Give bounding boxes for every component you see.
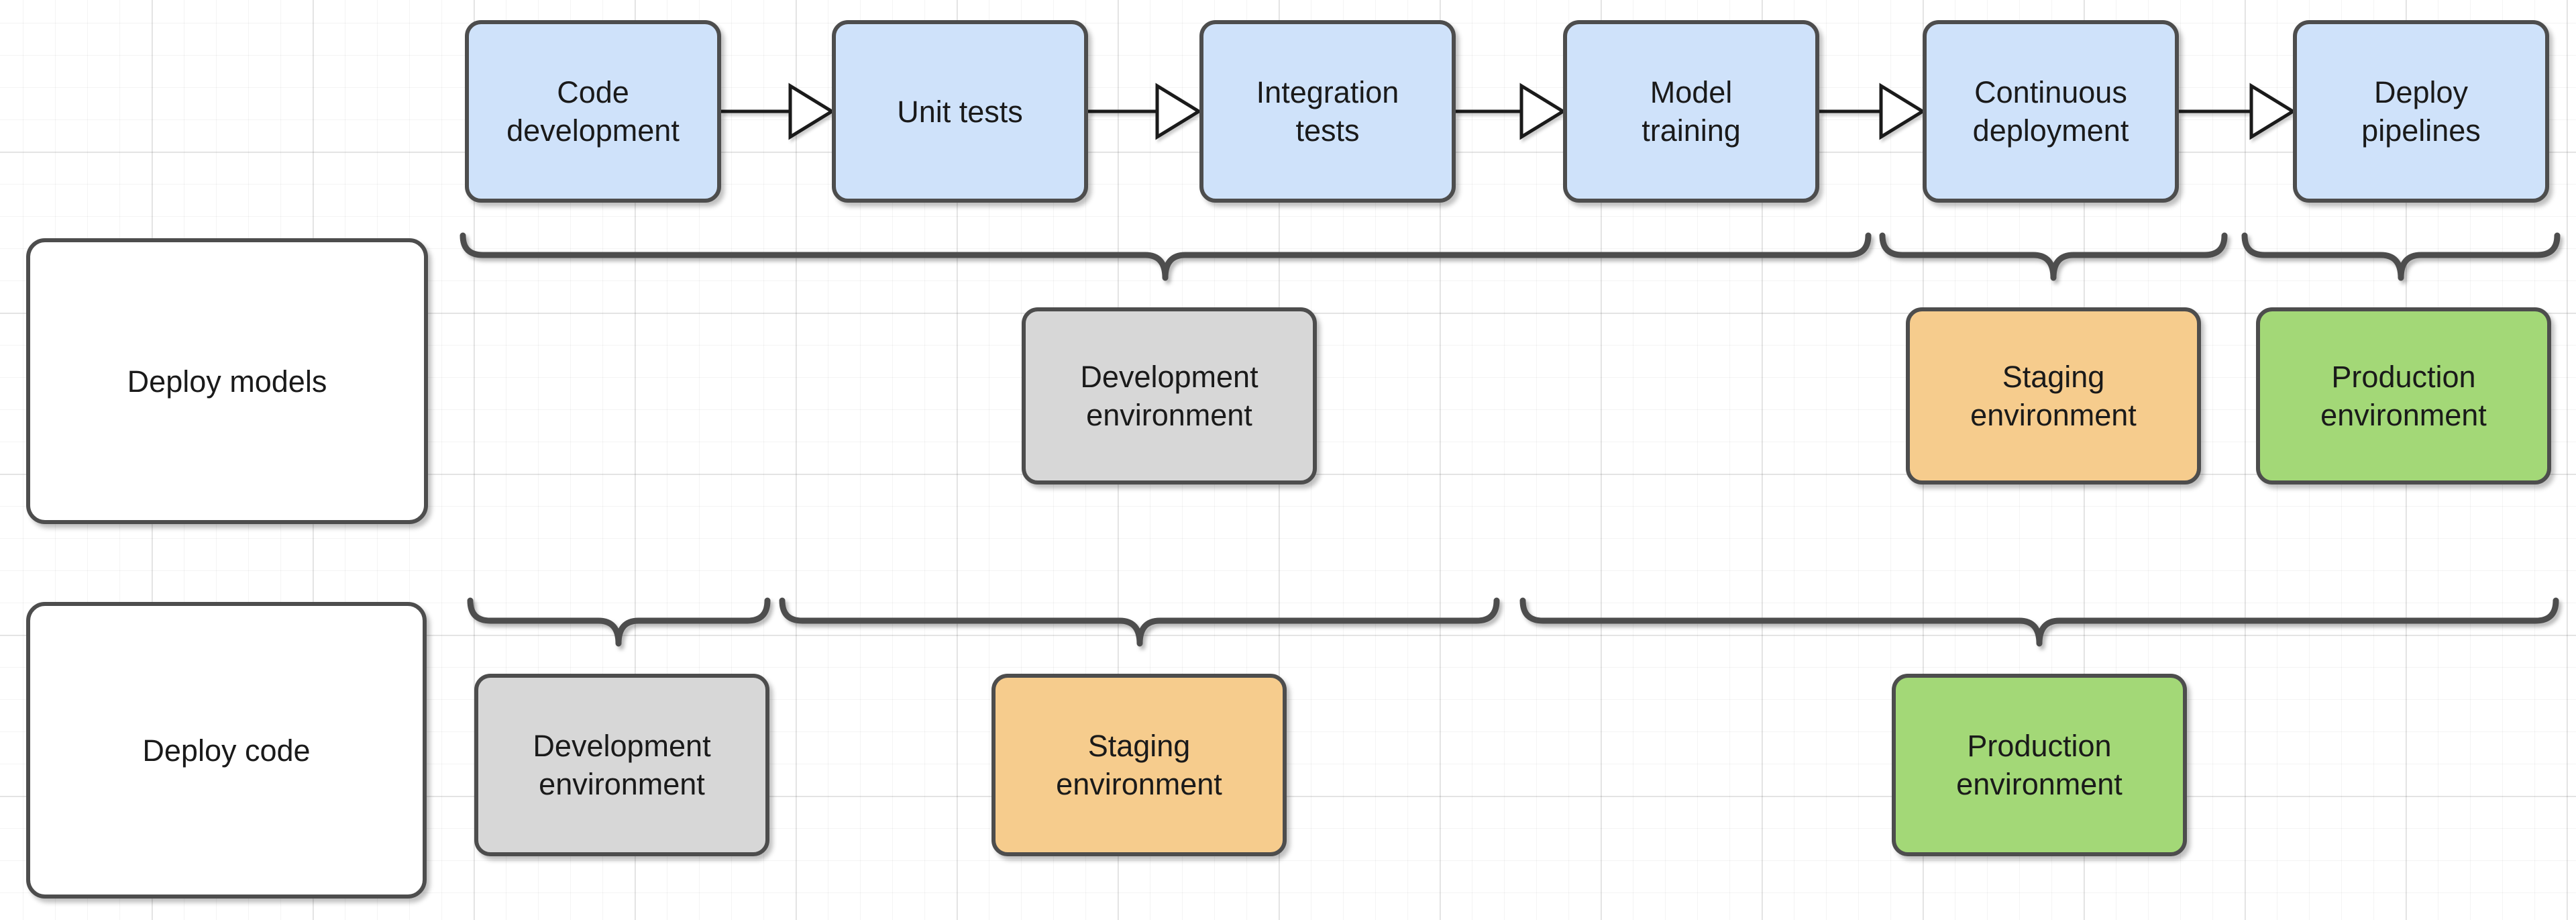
stage-deploy-pipelines: Deploy pipelines — [2293, 20, 2549, 203]
curly-brace-models-staging — [1879, 232, 2228, 281]
stage-continuous-deployment: Continuous deployment — [1923, 20, 2179, 203]
stage-label: Integration tests — [1256, 75, 1399, 148]
environment-label: Production environment — [2320, 360, 2487, 432]
stage-label: Code development — [506, 75, 680, 148]
env-models-production: Production environment — [2256, 307, 2551, 484]
stage-model-training: Model training — [1563, 20, 1819, 203]
curly-brace-models-development — [460, 232, 1872, 281]
flow-arrow — [1456, 83, 1566, 140]
row-label-deploy-code: Deploy code — [26, 602, 427, 899]
stage-label: Unit tests — [897, 94, 1023, 129]
env-code-staging: Staging environment — [991, 674, 1287, 856]
flow-arrow — [2179, 83, 2296, 140]
environment-label: Production environment — [1956, 729, 2123, 801]
stage-code-development: Code development — [465, 20, 721, 203]
curly-brace-code-development — [467, 597, 771, 647]
environment-label: Staging environment — [1970, 360, 2137, 432]
environment-label: Staging environment — [1056, 729, 1222, 801]
stage-unit-tests: Unit tests — [832, 20, 1088, 203]
stage-integration-tests: Integration tests — [1199, 20, 1456, 203]
arrow-head-icon — [1155, 83, 1202, 140]
curly-brace-code-staging — [779, 597, 1500, 647]
env-models-staging: Staging environment — [1906, 307, 2201, 484]
row-label-deploy-models: Deploy models — [26, 238, 428, 524]
flow-arrow — [1819, 83, 1926, 140]
flow-arrow — [1088, 83, 1202, 140]
environment-label: Development environment — [533, 729, 711, 801]
env-code-development: Development environment — [474, 674, 769, 856]
arrow-head-icon — [2249, 83, 2296, 140]
arrow-head-icon — [788, 83, 835, 140]
environment-label: Development environment — [1080, 360, 1258, 432]
env-models-development: Development environment — [1022, 307, 1317, 484]
arrow-head-icon — [1519, 83, 1566, 140]
stage-label: Continuous deployment — [1972, 75, 2129, 148]
stage-label: Model training — [1642, 75, 1741, 148]
row-label: Deploy models — [127, 364, 327, 399]
stage-label: Deploy pipelines — [2361, 75, 2481, 148]
curly-brace-models-production — [2241, 232, 2561, 281]
env-code-production: Production environment — [1892, 674, 2187, 856]
arrow-head-icon — [1879, 83, 1926, 140]
row-label: Deploy code — [142, 733, 311, 768]
curly-brace-code-production — [1519, 597, 2559, 647]
flow-arrow — [721, 83, 835, 140]
